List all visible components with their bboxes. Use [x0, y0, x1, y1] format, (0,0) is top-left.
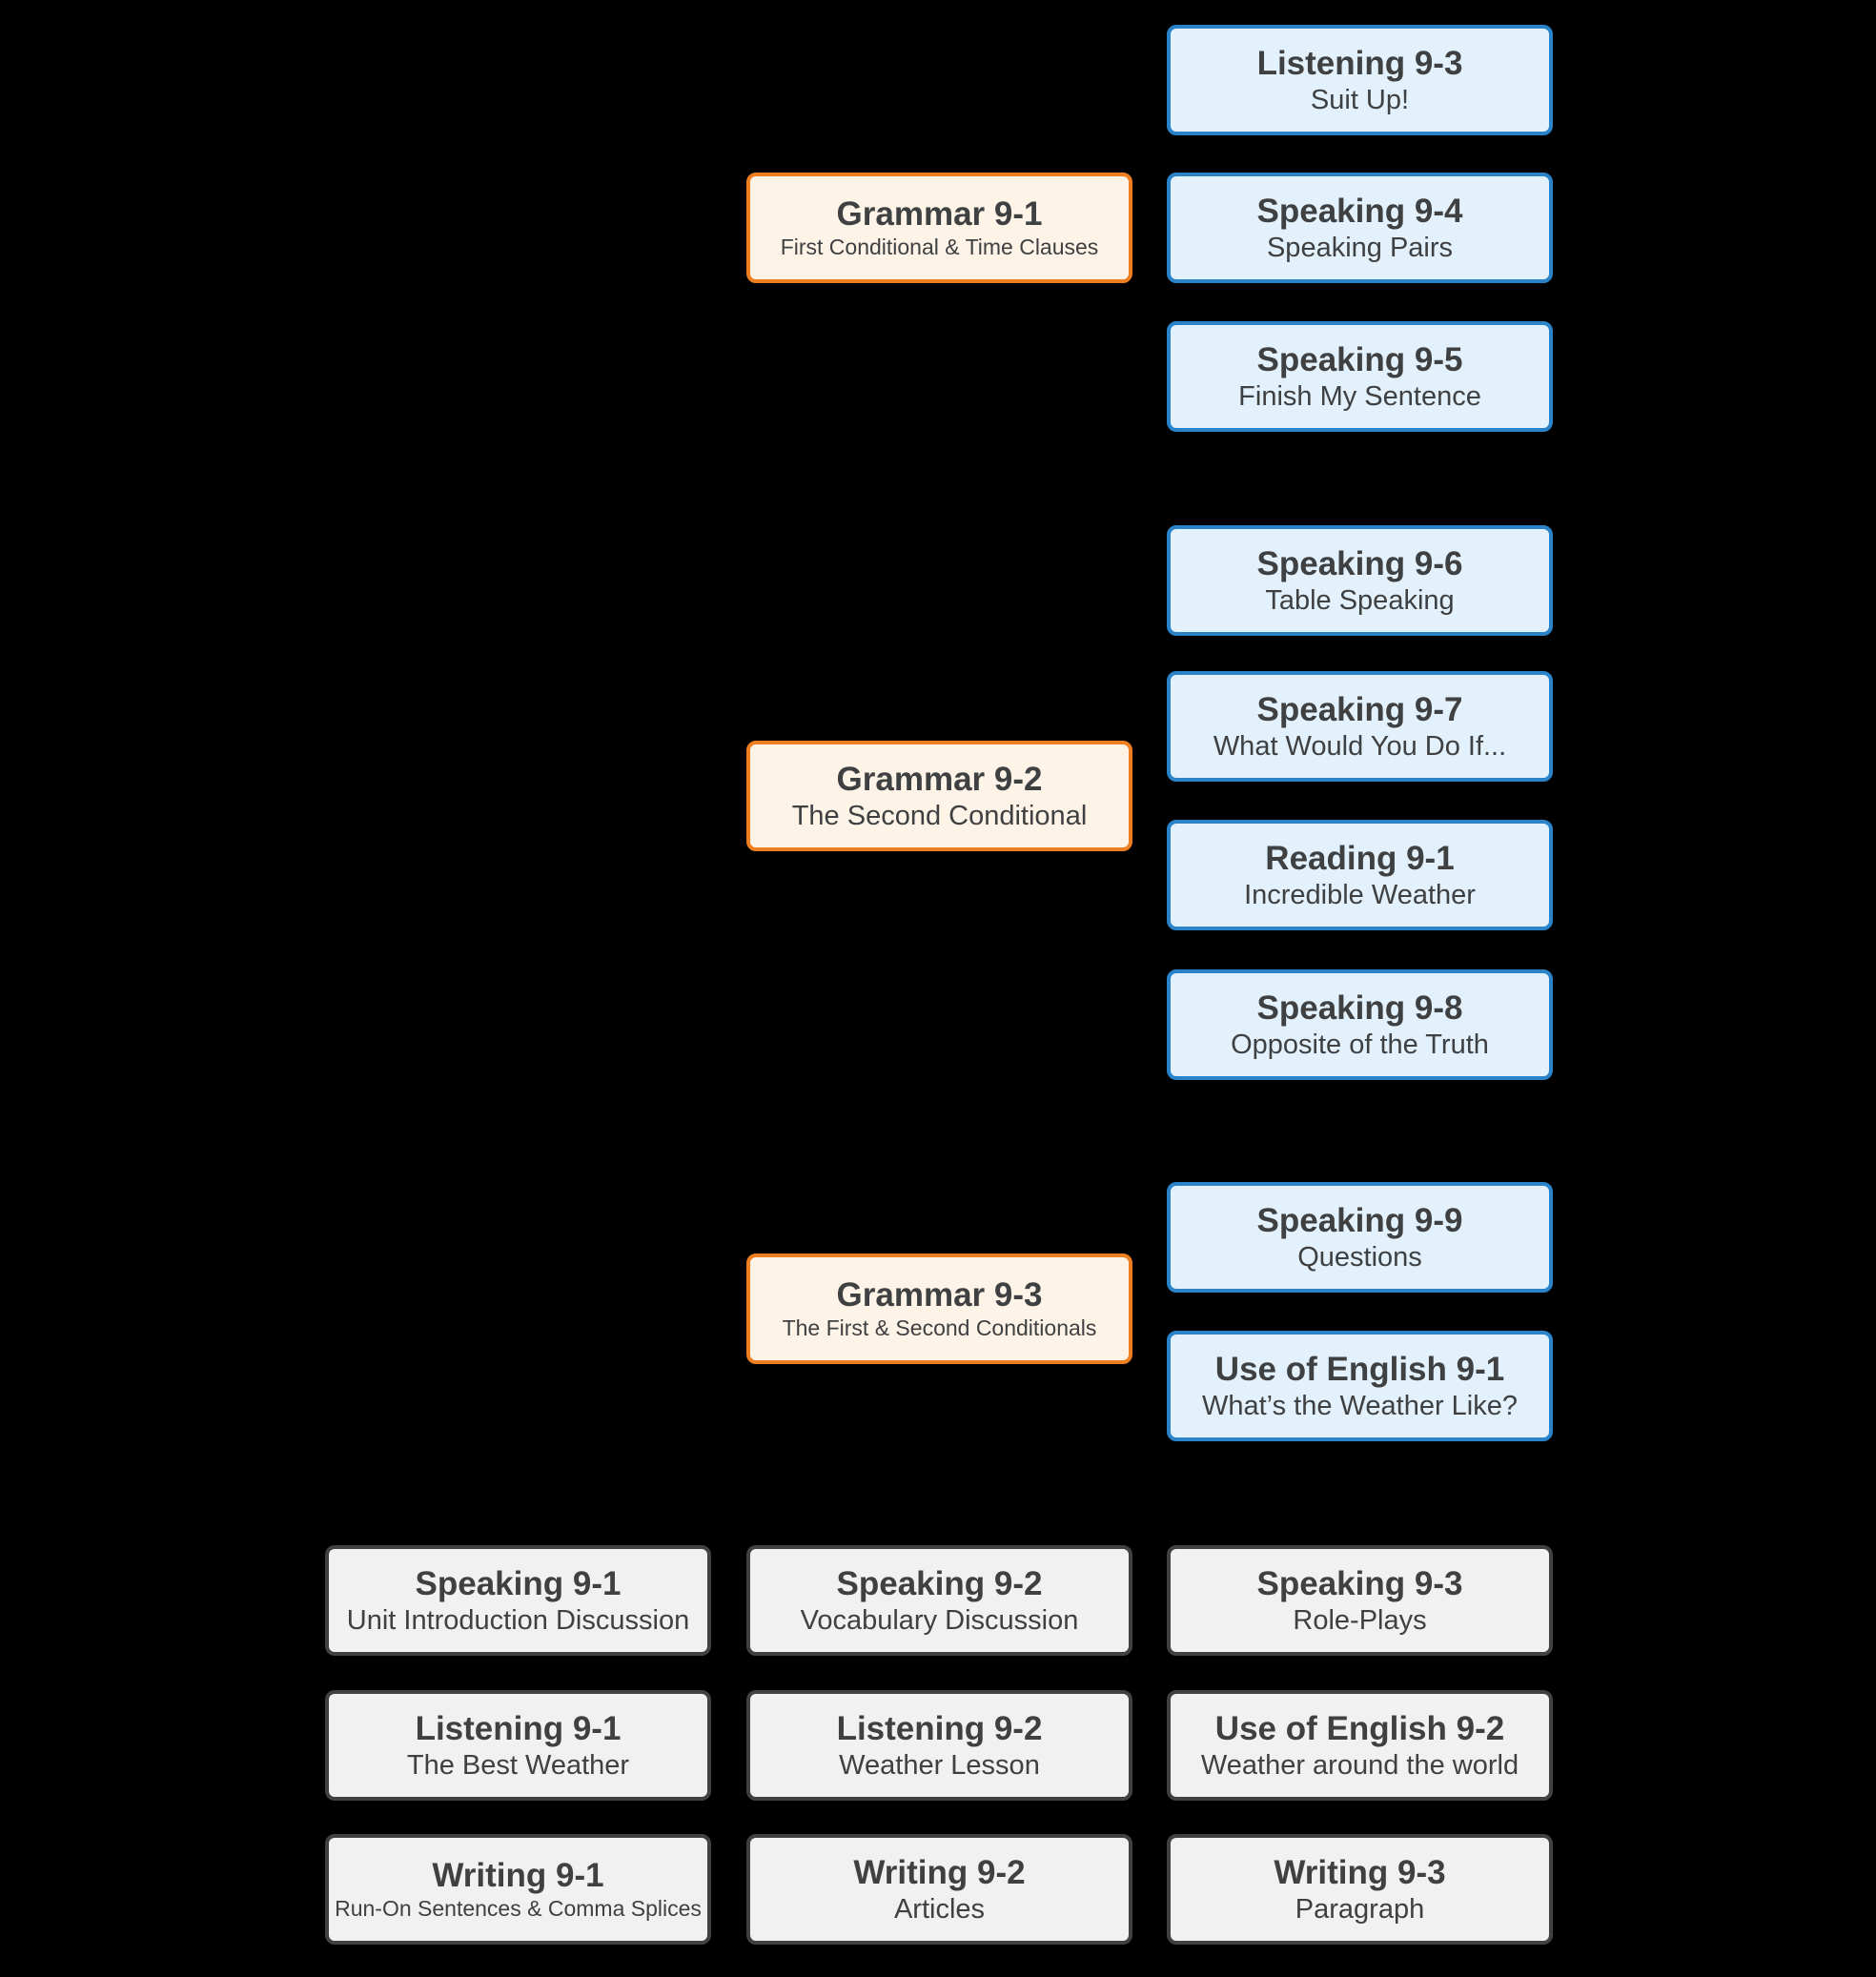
node-title: Speaking 9-5 — [1256, 340, 1463, 378]
node-title: Grammar 9-2 — [836, 760, 1043, 798]
node-title: Listening 9-3 — [1256, 44, 1463, 82]
node-title: Speaking 9-8 — [1256, 988, 1463, 1027]
node-subtitle: What Would You Do If... — [1213, 730, 1507, 762]
node-title: Speaking 9-1 — [415, 1564, 622, 1602]
node-speaking-9-9: Speaking 9-9 Questions — [1167, 1182, 1553, 1293]
node-subtitle: Questions — [1297, 1241, 1422, 1273]
node-speaking-9-1: Speaking 9-1 Unit Introduction Discussio… — [325, 1545, 711, 1656]
node-title: Writing 9-2 — [853, 1853, 1026, 1891]
node-grammar-9-2: Grammar 9-2 The Second Conditional — [746, 741, 1132, 851]
node-title: Reading 9-1 — [1265, 839, 1455, 877]
node-use-of-english-9-1: Use of English 9-1 What’s the Weather Li… — [1167, 1331, 1553, 1441]
node-speaking-9-4: Speaking 9-4 Speaking Pairs — [1167, 173, 1553, 283]
node-writing-9-1: Writing 9-1 Run-On Sentences & Comma Spl… — [325, 1834, 711, 1945]
node-subtitle: The Best Weather — [406, 1749, 630, 1781]
node-subtitle: Speaking Pairs — [1266, 232, 1454, 263]
node-title: Grammar 9-3 — [836, 1276, 1043, 1315]
node-title: Use of English 9-2 — [1214, 1709, 1505, 1747]
node-title: Speaking 9-4 — [1256, 192, 1463, 230]
node-listening-9-3: Listening 9-3 Suit Up! — [1167, 25, 1553, 135]
node-title: Use of English 9-1 — [1214, 1350, 1505, 1388]
node-title: Listening 9-1 — [415, 1709, 622, 1747]
node-title: Speaking 9-3 — [1256, 1564, 1463, 1602]
node-subtitle: Weather around the world — [1200, 1749, 1519, 1781]
node-listening-9-2: Listening 9-2 Weather Lesson — [746, 1690, 1132, 1801]
node-subtitle: What’s the Weather Like? — [1202, 1390, 1518, 1421]
node-reading-9-1: Reading 9-1 Incredible Weather — [1167, 820, 1553, 930]
node-subtitle: Role-Plays — [1293, 1604, 1427, 1636]
node-subtitle: The First & Second Conditionals — [782, 1315, 1097, 1341]
node-subtitle: Paragraph — [1295, 1893, 1425, 1925]
node-title: Speaking 9-9 — [1256, 1201, 1463, 1239]
node-subtitle: Suit Up! — [1310, 84, 1410, 115]
node-speaking-9-6: Speaking 9-6 Table Speaking — [1167, 525, 1553, 636]
node-grammar-9-3: Grammar 9-3 The First & Second Condition… — [746, 1253, 1132, 1364]
node-subtitle: Incredible Weather — [1244, 879, 1476, 910]
node-listening-9-1: Listening 9-1 The Best Weather — [325, 1690, 711, 1801]
node-subtitle: Run-On Sentences & Comma Splices — [335, 1896, 702, 1922]
node-speaking-9-2: Speaking 9-2 Vocabulary Discussion — [746, 1545, 1132, 1656]
node-title: Speaking 9-6 — [1256, 544, 1463, 582]
node-speaking-9-3: Speaking 9-3 Role-Plays — [1167, 1545, 1553, 1656]
node-writing-9-2: Writing 9-2 Articles — [746, 1834, 1132, 1945]
node-title: Speaking 9-7 — [1256, 690, 1463, 728]
node-title: Writing 9-1 — [432, 1857, 604, 1895]
node-subtitle: Table Speaking — [1265, 584, 1455, 616]
node-speaking-9-5: Speaking 9-5 Finish My Sentence — [1167, 321, 1553, 432]
node-title: Grammar 9-1 — [836, 195, 1043, 234]
node-subtitle: Unit Introduction Discussion — [346, 1604, 690, 1636]
node-subtitle: Vocabulary Discussion — [800, 1604, 1079, 1636]
node-grammar-9-1: Grammar 9-1 First Conditional & Time Cla… — [746, 173, 1132, 283]
node-subtitle: Finish My Sentence — [1238, 380, 1481, 412]
node-speaking-9-7: Speaking 9-7 What Would You Do If... — [1167, 671, 1553, 782]
node-title: Writing 9-3 — [1274, 1853, 1446, 1891]
node-speaking-9-8: Speaking 9-8 Opposite of the Truth — [1167, 969, 1553, 1080]
node-subtitle: Articles — [893, 1893, 986, 1925]
node-writing-9-3: Writing 9-3 Paragraph — [1167, 1834, 1553, 1945]
node-use-of-english-9-2: Use of English 9-2 Weather around the wo… — [1167, 1690, 1553, 1801]
node-subtitle: Weather Lesson — [839, 1749, 1040, 1781]
node-title: Speaking 9-2 — [836, 1564, 1043, 1602]
node-subtitle: The Second Conditional — [791, 800, 1088, 831]
node-title: Listening 9-2 — [836, 1709, 1043, 1747]
node-subtitle: First Conditional & Time Clauses — [780, 234, 1099, 260]
node-subtitle: Opposite of the Truth — [1231, 1029, 1489, 1060]
